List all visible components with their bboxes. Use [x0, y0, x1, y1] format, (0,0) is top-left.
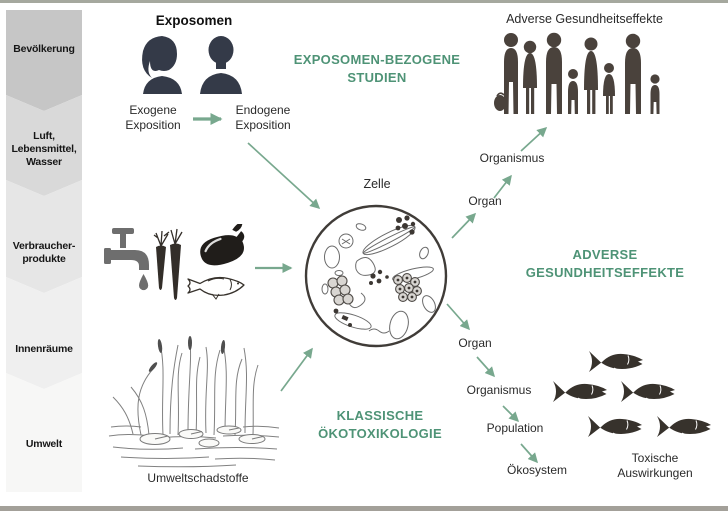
man-silhouette	[625, 33, 641, 114]
arrow-population-to-oekosystem	[520, 443, 538, 464]
exogene-exposition-label: Exogene Exposition	[125, 103, 181, 132]
boy-silhouette	[568, 69, 578, 114]
bottom-rule	[0, 506, 728, 511]
organ-lower-label: Organ	[458, 336, 492, 350]
oekosystem-label: Ökosystem	[506, 463, 567, 477]
man-silhouette	[546, 32, 562, 114]
arrow-organismus-to-population	[502, 405, 520, 423]
faucet-icon	[104, 228, 149, 291]
organismus-lower-label: Organismus	[466, 383, 532, 397]
sidebar-item-bevoelkerung: Bevölkerung	[13, 43, 75, 55]
consumer-products-icons	[104, 224, 245, 300]
endogene-exposition-label: Endogene Exposition	[235, 103, 291, 132]
cell-micrograph-icon	[304, 204, 448, 348]
heading-exposomen-studien: EXPOSOMEN-BEZOGENE STUDIEN	[293, 52, 461, 86]
fish-outline-icon	[187, 276, 245, 300]
woman-silhouette	[523, 40, 537, 114]
cattail-heads	[148, 336, 226, 372]
pond-sketch-icon	[108, 336, 280, 468]
sidebar-band-bevoelkerung	[6, 10, 82, 111]
population-label: Population	[486, 421, 544, 435]
girl-silhouette	[603, 63, 615, 114]
arrow-endogene-to-zelle	[247, 142, 321, 210]
lily-pads	[139, 425, 266, 448]
sidebar-band-verbraucher	[6, 180, 82, 293]
sidebar-item-verbraucherprodukte: Verbraucher-produkte	[12, 240, 76, 265]
fish-silhouette	[656, 415, 712, 438]
family-silhouette-icon	[494, 32, 660, 114]
sidebar-item-innenraeume: Innenräume	[15, 343, 73, 355]
umweltschadstoffe-label: Umweltschadstoffe	[147, 471, 249, 485]
adverse-gesundheitseffekte-label: Adverse Gesundheitseffekte	[506, 12, 663, 26]
fish-silhouette	[587, 415, 643, 438]
woman-silhouette	[584, 37, 598, 114]
top-rule	[0, 0, 728, 3]
fish-silhouette	[552, 380, 608, 403]
fish-silhouette	[588, 350, 644, 373]
toddler-silhouette	[650, 74, 660, 114]
woman-man-silhouette-icon	[142, 36, 242, 94]
sidebar-band-luft	[6, 95, 82, 196]
exposomen-title: Exposomen	[155, 13, 233, 28]
zelle-label: Zelle	[363, 177, 391, 191]
organ-upper-label: Organ	[468, 194, 502, 208]
carrots-icon	[153, 228, 183, 300]
sidebar-item-luft-lebensmittel: Luft, Lebensmittel, Wasser	[11, 130, 77, 168]
sidebar-item-umwelt: Umwelt	[25, 438, 63, 450]
arrow-zelle-to-organ-upper	[451, 212, 477, 239]
woman-bust-icon	[142, 36, 182, 94]
heading-klassische-oekotoxikologie: KLASSISCHE ÖKOTOXIKOLOGIE	[318, 408, 442, 442]
arrow-zelle-to-organ-lower	[446, 303, 470, 331]
man-with-bag-silhouette	[494, 33, 518, 114]
toxische-auswirkungen-label: Toxische Auswirkungen	[617, 451, 693, 480]
arrow-organ-to-organismus-lower	[476, 356, 496, 378]
sidebar-band-innenraeume	[6, 277, 82, 389]
eggplant-icon	[200, 224, 245, 266]
fish-silhouette	[620, 380, 676, 403]
water-drop-icon	[139, 274, 149, 291]
sidebar-band-umwelt	[6, 373, 82, 492]
heading-adverse-gesundheitseffekte: ADVERSE GESUNDHEITSEFFEKTE	[525, 247, 685, 281]
fish-school-icon	[552, 350, 712, 438]
arrow-organismus-to-family	[520, 126, 548, 152]
man-bust-icon	[200, 36, 242, 94]
organismus-upper-label: Organismus	[479, 151, 545, 165]
